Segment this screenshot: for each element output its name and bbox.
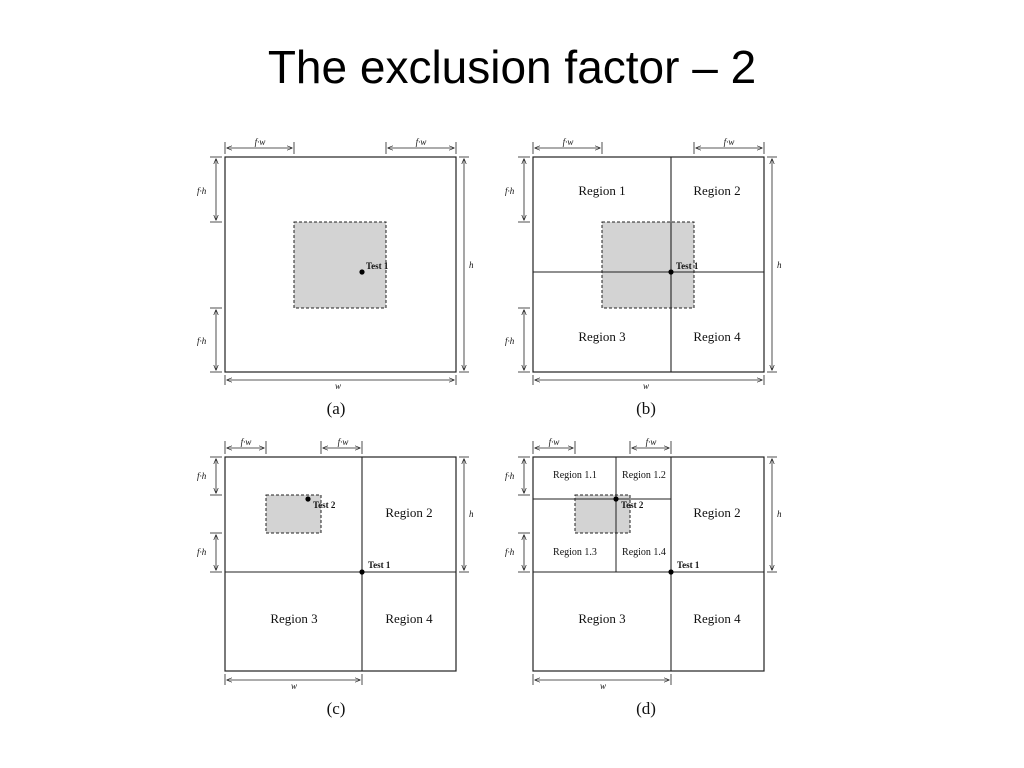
dim-label-h: h [469,509,474,519]
exclusion-zone [574,494,631,534]
exclusion-zone [293,221,387,309]
region-1-4-label: Region 1.4 [622,547,666,558]
caption-c: (c) [327,699,346,718]
region-2-label: Region 2 [385,505,432,520]
region-1-3-label: Region 1.3 [553,547,597,558]
region-4-label: Region 4 [385,611,433,626]
outer-box [224,156,457,373]
dim-label-fw: f·w [416,137,427,147]
dim-label-w: w [643,381,649,391]
dim-label-h: h [777,260,782,270]
dim-label-fh: f·h [505,336,515,346]
region-3-label: Region 3 [270,611,317,626]
dim-label-fw: f·w [646,437,657,447]
test-point-1 [359,569,365,575]
test-2-label: Test 2 [313,500,336,510]
exclusion-zone [265,494,322,534]
test-point-1 [359,269,365,275]
dim-label-fh: f·h [505,471,515,481]
test-1-label: Test 1 [368,560,391,570]
dim-label-fw: f·w [724,137,735,147]
region-1-1-label: Region 1.1 [553,470,597,481]
panel-b: Test 1 Region 1 Region 2 Region 3 Region… [505,137,782,418]
dim-label-fh: f·h [505,547,515,557]
test-1-label: Test 1 [677,560,700,570]
outer-box [224,456,457,672]
test-point-1 [668,269,674,275]
slide-title: The exclusion factor – 2 [267,41,757,93]
dim-label-fw: f·w [338,437,349,447]
dim-label-fh: f·h [505,186,515,196]
test-1-label: Test 1 [366,261,389,271]
test-point-2 [613,496,619,502]
region-1-2-label: Region 1.2 [622,470,666,481]
test-1-label: Test 1 [676,261,699,271]
dim-label-fh: f·h [197,336,207,346]
dim-label-fh: f·h [197,471,207,481]
region-2-label: Region 2 [693,183,740,198]
panel-d: Test 1 Test 2 Region 1.1 Region 1.2 Regi… [505,437,782,718]
dim-label-fw: f·w [241,437,252,447]
dim-label-fh: f·h [197,186,207,196]
test-2-label: Test 2 [621,500,644,510]
region-3-label: Region 3 [578,329,625,344]
region-4-label: Region 4 [693,611,741,626]
dim-label-h: h [777,509,782,519]
region-4-label: Region 4 [693,329,741,344]
dim-label-fh: f·h [197,547,207,557]
dim-label-fw: f·w [549,437,560,447]
caption-a: (a) [327,399,346,418]
dim-label-w: w [335,381,341,391]
dim-label-w: w [291,681,297,691]
exclusion-zone [601,221,695,309]
caption-b: (b) [636,399,656,418]
panel-a: Test 1 f·w f·w f·h f·h h w (a) [197,137,474,418]
dim-label-fw: f·w [563,137,574,147]
region-2-label: Region 2 [693,505,740,520]
dim-label-fw: f·w [255,137,266,147]
dim-label-h: h [469,260,474,270]
region-3-label: Region 3 [578,611,625,626]
test-point-1 [668,569,674,575]
test-point-2 [305,496,311,502]
outer-box [532,156,765,373]
caption-d: (d) [636,699,656,718]
outer-box [532,456,765,672]
region-1-label: Region 1 [578,183,625,198]
panel-c: Test 1 Test 2 Region 2 Region 3 Region 4… [197,437,474,718]
dim-label-w: w [600,681,606,691]
